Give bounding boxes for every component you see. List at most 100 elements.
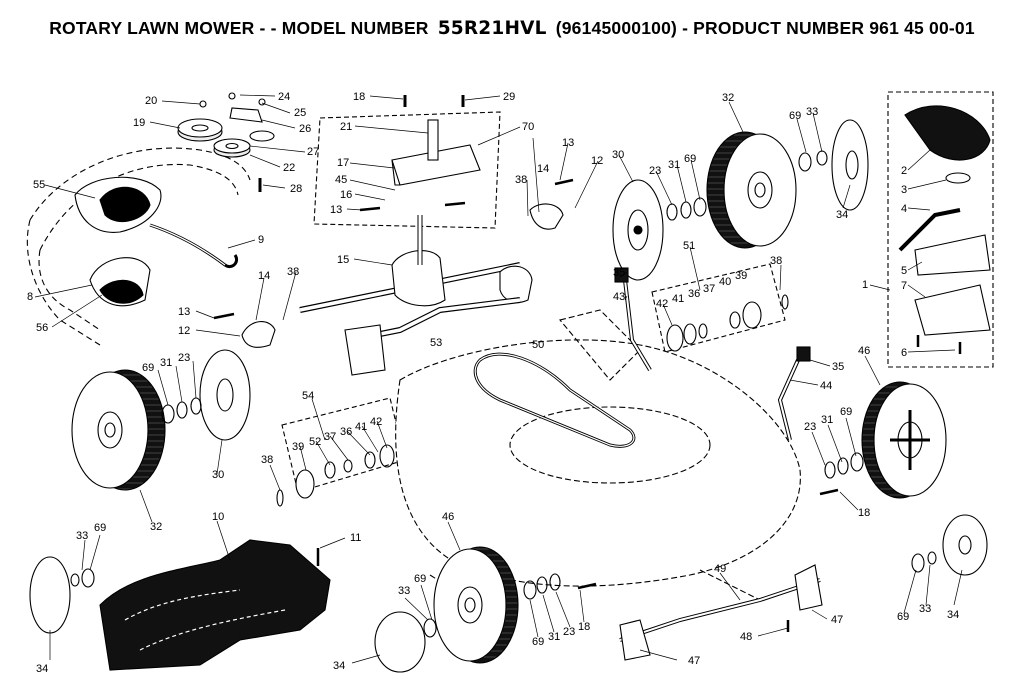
label-part-42: 42 <box>656 298 668 310</box>
label-part-13: 13 <box>178 306 190 318</box>
label-part-20: 20 <box>145 95 157 107</box>
label-part-69: 69 <box>94 522 106 534</box>
diagram-title: ROTARY LAWN MOWER - - MODEL NUMBER 55R21… <box>0 18 1024 39</box>
drive-adapter-top <box>612 179 664 281</box>
label-part-35: 35 <box>832 361 844 373</box>
label-part-12: 12 <box>591 155 603 167</box>
label-part-43: 43 <box>613 291 625 303</box>
label-part-69: 69 <box>142 362 154 374</box>
label-part-37: 37 <box>324 431 336 443</box>
label-part-44: 44 <box>820 380 832 392</box>
label-part-34: 34 <box>836 209 848 221</box>
label-part-31: 31 <box>821 414 833 426</box>
label-part-14: 14 <box>537 163 549 175</box>
part-labels: 20 24 19 25 26 27 22 28 55 9 8 56 18 29 … <box>27 91 959 675</box>
label-part-36: 36 <box>340 426 352 438</box>
label-part-23: 23 <box>649 165 661 177</box>
label-part-55: 55 <box>33 179 45 191</box>
label-part-33: 33 <box>76 530 88 542</box>
label-part-39: 39 <box>292 441 304 453</box>
label-part-48: 48 <box>740 631 752 643</box>
label-part-41: 41 <box>672 293 684 305</box>
label-part-31: 31 <box>160 357 172 369</box>
drive-rod <box>619 564 823 661</box>
label-part-41: 41 <box>355 421 367 433</box>
wheel-front-bottom <box>433 546 519 664</box>
label-part-28: 28 <box>290 183 302 195</box>
label-part-18: 18 <box>858 507 870 519</box>
label-part-27: 27 <box>307 146 319 158</box>
rear-axle <box>344 297 521 376</box>
label-part-22: 22 <box>283 162 295 174</box>
kit-box-rear-bearing <box>651 263 786 353</box>
label-part-16: 16 <box>340 189 352 201</box>
cable-control <box>149 223 239 269</box>
label-part-21: 21 <box>340 121 352 133</box>
label-part-69: 69 <box>897 611 909 623</box>
bolts <box>213 178 839 632</box>
wheel-cover-right <box>942 514 988 576</box>
upper-handle <box>26 147 251 346</box>
label-part-10: 10 <box>212 511 224 523</box>
label-part-15: 15 <box>337 254 349 266</box>
title-suffix: (96145000100) - PRODUCT NUMBER 961 45 00… <box>555 18 975 38</box>
label-part-69: 69 <box>840 406 852 418</box>
discharge-chute <box>99 539 331 671</box>
label-part-34: 34 <box>947 609 959 621</box>
label-part-38: 38 <box>287 266 299 278</box>
washers-front-left <box>161 397 202 424</box>
label-part-49: 49 <box>714 563 726 575</box>
label-part-3: 3 <box>901 184 907 196</box>
leader-lines <box>34 94 963 664</box>
label-part-17: 17 <box>337 157 349 169</box>
label-part-38: 38 <box>770 255 782 267</box>
label-part-24: 24 <box>278 91 290 103</box>
label-part-38: 38 <box>261 454 273 466</box>
label-part-35: 35 <box>613 267 625 279</box>
kit-box-mulch-plug <box>887 91 994 368</box>
label-part-19: 19 <box>133 117 145 129</box>
label-part-47: 47 <box>831 614 843 626</box>
pulley-assembly <box>177 92 275 192</box>
label-part-51: 51 <box>683 240 695 252</box>
label-part-45: 45 <box>335 174 347 186</box>
bearing-kit-rear <box>666 294 789 352</box>
bearing-housings <box>241 203 564 348</box>
control-bar-grip <box>74 176 162 233</box>
wheel-front-left <box>71 369 166 491</box>
label-part-47: 47 <box>688 655 700 667</box>
handle-bracket <box>89 257 151 307</box>
label-part-37: 37 <box>703 283 715 295</box>
drive-adapter-left <box>199 349 251 441</box>
label-part-69: 69 <box>684 153 696 165</box>
label-part-11: 11 <box>350 532 361 544</box>
label-part-39: 39 <box>735 270 747 282</box>
label-part-38: 38 <box>515 174 527 186</box>
height-adjuster-bracket <box>359 95 481 212</box>
label-part-18: 18 <box>578 621 590 633</box>
kit-box-front-bearing <box>281 397 406 493</box>
label-part-33: 33 <box>806 106 818 118</box>
drive-belt <box>473 352 636 448</box>
height-lever-front <box>777 346 811 441</box>
label-part-33: 33 <box>398 585 410 597</box>
label-part-50: 50 <box>532 339 544 351</box>
label-part-5: 5 <box>901 265 907 277</box>
wheel-cover-left <box>29 556 71 634</box>
label-part-70: 70 <box>522 121 534 133</box>
label-part-53: 53 <box>430 337 442 349</box>
wheel-cover-bottom <box>374 611 426 673</box>
label-part-34: 34 <box>36 663 48 675</box>
label-part-54: 54 <box>302 390 314 402</box>
washers-right <box>824 452 937 573</box>
label-part-40: 40 <box>719 276 731 288</box>
label-part-12: 12 <box>178 325 190 337</box>
model-number: 55R21HVL <box>437 18 547 39</box>
wheel-cover-top <box>831 119 869 211</box>
label-part-7: 7 <box>901 280 907 292</box>
label-part-36: 36 <box>688 288 700 300</box>
label-part-33: 33 <box>919 603 931 615</box>
label-part-32: 32 <box>722 92 734 104</box>
title-prefix: ROTARY LAWN MOWER - - MODEL NUMBER <box>49 18 429 38</box>
